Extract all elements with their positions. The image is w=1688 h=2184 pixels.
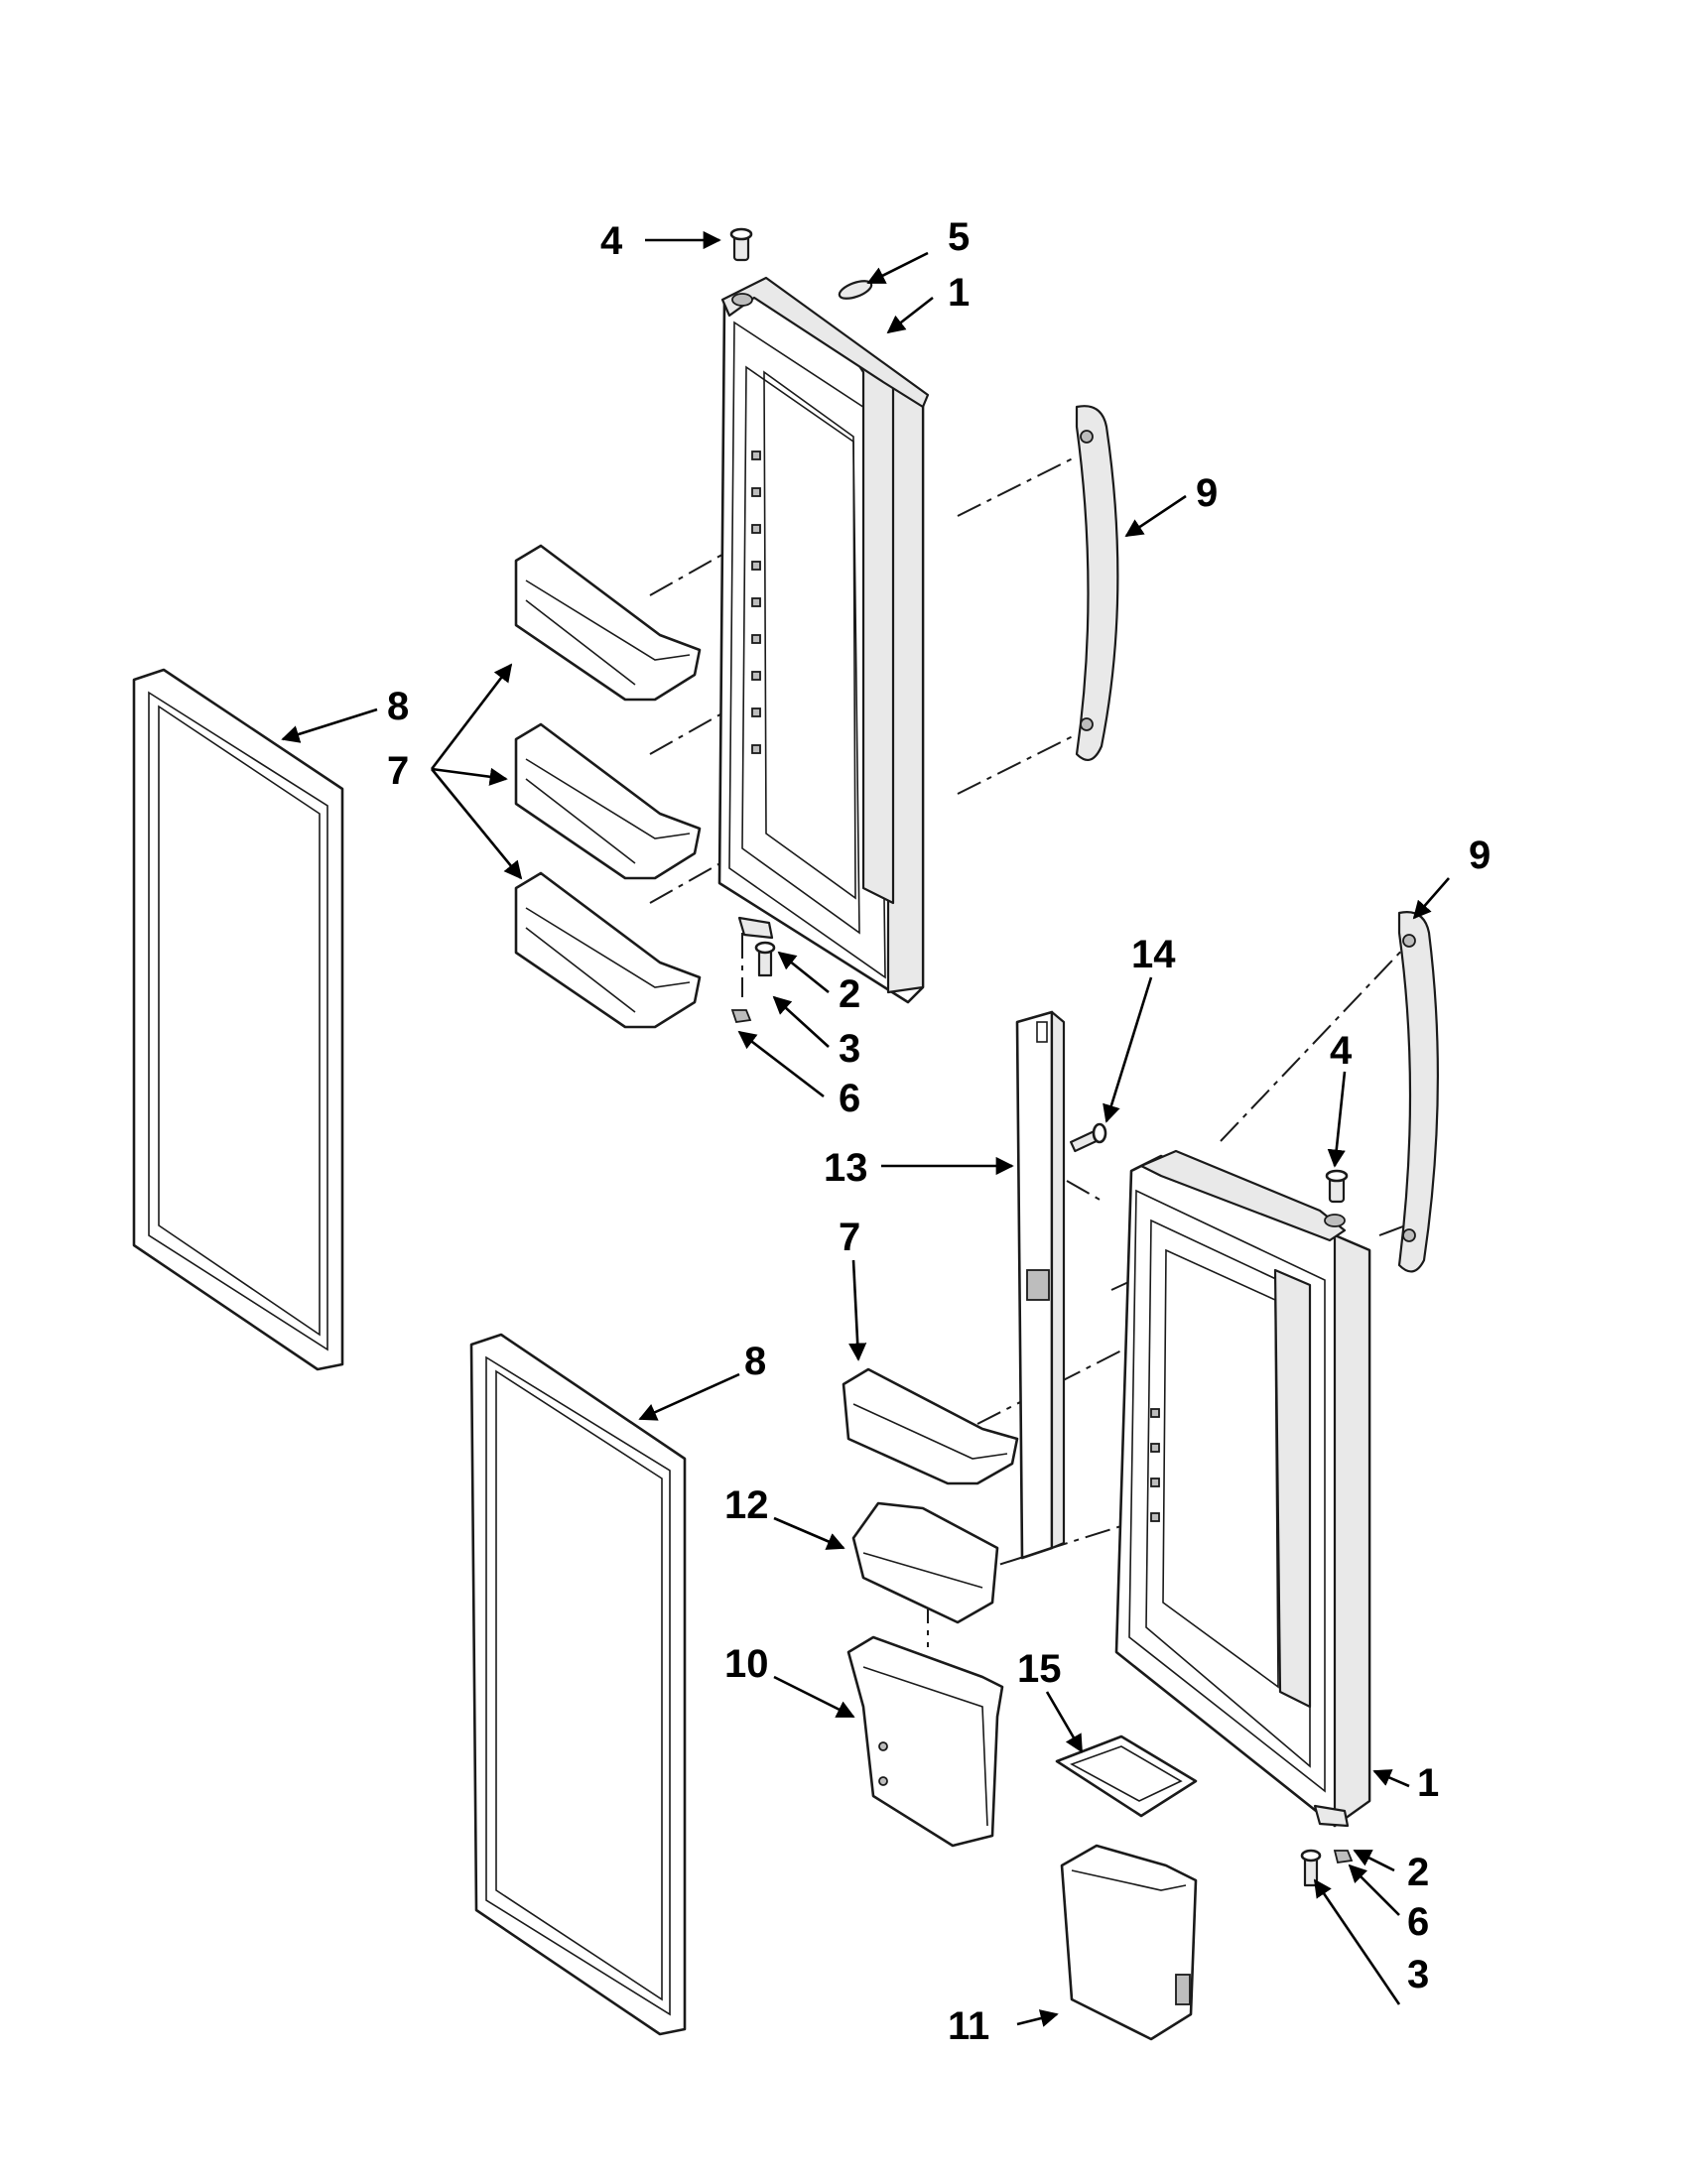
door-bin-2 (514, 722, 702, 880)
callout-1-top: 1 (948, 271, 970, 315)
bottom-hinge-bottom-door (1300, 1804, 1354, 1887)
refrigerator-door-right (1114, 1154, 1371, 1828)
callout-3-top: 3 (839, 1027, 860, 1071)
callout-8-bottom: 8 (744, 1340, 766, 1383)
door-gasket-bottom (469, 1333, 687, 2036)
callout-3-bottom: 3 (1407, 1953, 1429, 1996)
door-bin-bottom (842, 1367, 1019, 1485)
hinge-hole (731, 293, 753, 307)
callout-9-top: 9 (1196, 471, 1218, 515)
callout-9-bottom: 9 (1469, 834, 1491, 877)
callout-7-bottom: 7 (839, 1216, 860, 1259)
door-top-cap (720, 276, 930, 409)
door-top-cap-right (1139, 1149, 1347, 1242)
ice-bucket (1060, 1844, 1198, 2041)
door-bin-1 (514, 544, 702, 702)
bottom-hinge-top-door (730, 916, 776, 1023)
door-bin-3 (514, 871, 702, 1029)
callout-2-bottom: 2 (1407, 1851, 1429, 1894)
callout-1-bottom: 1 (1417, 1761, 1439, 1805)
callout-2-top: 2 (839, 972, 860, 1016)
drip-tray (1055, 1734, 1198, 1818)
callout-15: 15 (1017, 1647, 1062, 1691)
door-bins-top (514, 544, 702, 1029)
center-flip-mullion (1015, 1010, 1066, 1560)
callout-13: 13 (824, 1146, 868, 1190)
ice-bin-support (851, 1501, 999, 1624)
leader-lines (281, 230, 1450, 2027)
hinge-pin-bottom-door (1325, 1169, 1349, 1204)
door-gasket-top (132, 668, 344, 1371)
callout-7-top: 7 (387, 749, 409, 793)
callout-12: 12 (724, 1483, 769, 1527)
door-dike-rail-right (1273, 1268, 1312, 1709)
door-handle-bottom (1397, 911, 1439, 1273)
door-liner-inner (741, 365, 860, 935)
callout-6-bottom: 6 (1407, 1900, 1429, 1944)
callout-labels: 4 5 1 9 8 7 2 3 6 9 14 4 13 7 8 12 10 15… (387, 215, 1491, 2048)
door-side-edge-right (1333, 1233, 1371, 1828)
callout-8-top: 8 (387, 685, 409, 728)
callout-11: 11 (948, 2004, 989, 2048)
callout-4-top: 4 (600, 219, 623, 263)
callout-4-bottom: 4 (1330, 1029, 1353, 1073)
top-door-assembly (717, 227, 930, 1023)
callout-6-top: 6 (839, 1077, 860, 1120)
hinge-pin-top (729, 227, 753, 262)
door-liner-outer (728, 321, 886, 979)
callout-5: 5 (948, 215, 970, 259)
door-handle-top (1075, 405, 1119, 761)
callout-10: 10 (724, 1642, 769, 1686)
callout-14: 14 (1131, 933, 1176, 976)
mullion-screw (1070, 1122, 1107, 1153)
hinge-plug (838, 280, 873, 300)
shelf-support-studs (751, 450, 761, 754)
shelf-support-studs-right (1150, 1408, 1160, 1522)
bin-bracket (846, 1635, 1004, 1848)
bottom-door-assembly (1114, 1149, 1371, 1887)
